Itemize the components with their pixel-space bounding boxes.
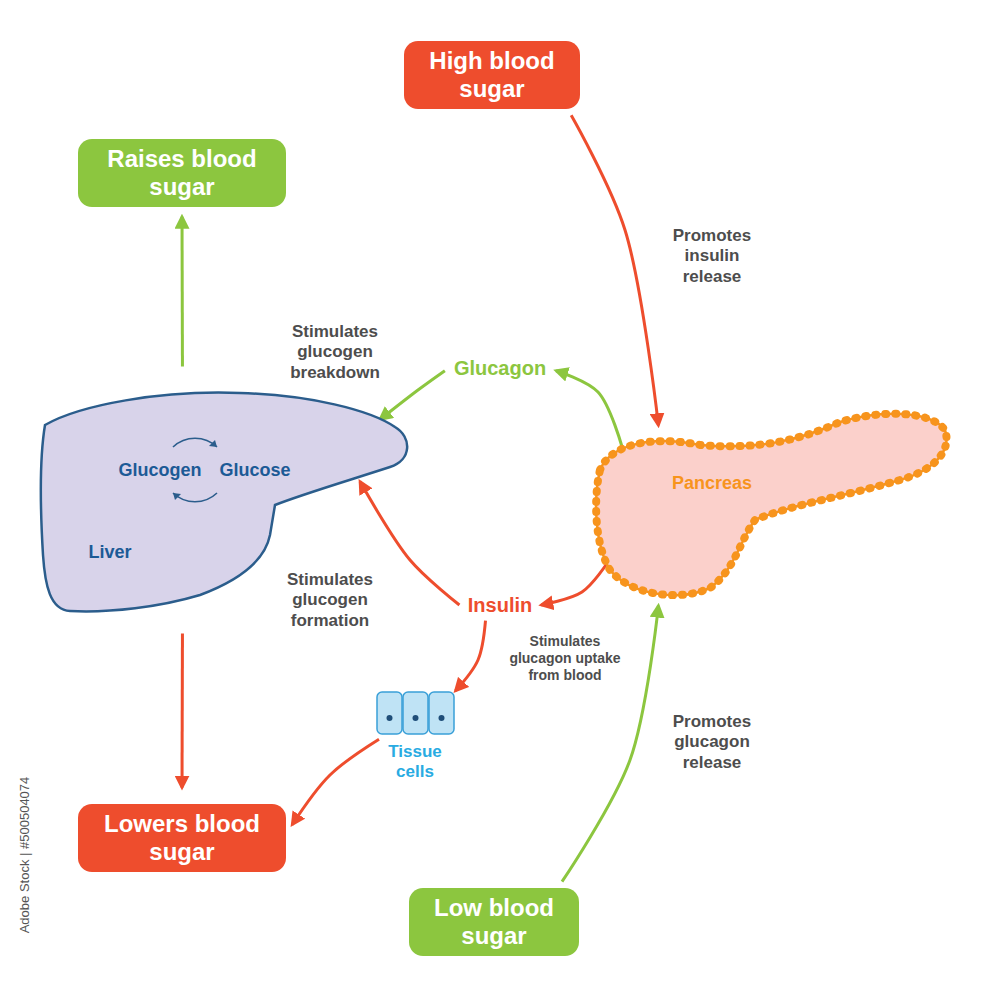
cell-nucleus xyxy=(439,715,445,721)
flow-arrow xyxy=(571,115,658,425)
cycle-arrow xyxy=(173,438,217,447)
edge-label: Stimulates glucogen formation xyxy=(263,570,398,631)
box-text: Raises blood sugar xyxy=(90,145,274,200)
organ-name: Pancreas xyxy=(672,473,752,494)
cell-nucleus xyxy=(413,715,419,721)
condition-box: High blood sugar xyxy=(404,41,580,108)
pancreas-lobules xyxy=(596,414,946,595)
edge-label: Promotes insulin release xyxy=(657,226,767,287)
cycle-arrow xyxy=(173,493,217,502)
cell xyxy=(403,692,428,734)
cycle-arrowhead xyxy=(209,440,217,447)
flow-arrow xyxy=(456,621,486,691)
box-text: Low blood sugar xyxy=(421,894,567,949)
edge-label: Stimulates glucogen breakdown xyxy=(268,322,403,383)
hormone-label: Insulin xyxy=(464,592,536,619)
tissue-cells: Tissue cells xyxy=(370,688,460,781)
organ-text: Glucogen xyxy=(118,460,201,481)
watermark: Adobe Stock | #500504074 xyxy=(17,777,32,934)
box-text: Lowers blood sugar xyxy=(90,810,274,865)
pancreas-outline xyxy=(590,410,950,600)
effect-box: Lowers blood sugar xyxy=(78,804,286,871)
tissue-label: Tissue cells xyxy=(383,742,447,781)
flow-arrow xyxy=(541,562,608,605)
hormone-label: Glucagon xyxy=(450,355,550,382)
cell-nucleus xyxy=(387,715,393,721)
hormone-text: Insulin xyxy=(468,594,532,617)
flow-arrow xyxy=(380,371,445,420)
organ-text: Glucose xyxy=(219,460,290,481)
edge-label: Promotes glucagon release xyxy=(657,712,767,773)
pancreas-outline xyxy=(596,414,946,595)
edge-label: Stimulates glucagon uptake from blood xyxy=(501,633,629,683)
organ-text: Liver xyxy=(88,542,131,563)
hormone-text: Glucagon xyxy=(454,357,546,380)
cells-icon xyxy=(370,688,460,738)
flow-arrow xyxy=(360,482,459,605)
flow-arrow xyxy=(181,217,184,367)
effect-box: Raises blood sugar xyxy=(78,139,286,206)
cell xyxy=(429,692,454,734)
flow-arrow xyxy=(556,371,622,448)
flow-arrow xyxy=(292,739,379,824)
box-text: High blood sugar xyxy=(416,47,568,102)
cycle-arrowhead xyxy=(173,493,181,500)
cell xyxy=(377,692,402,734)
pancreas-organ: Pancreas xyxy=(590,410,950,600)
condition-box: Low blood sugar xyxy=(409,888,579,955)
flow-arrow xyxy=(181,633,184,787)
